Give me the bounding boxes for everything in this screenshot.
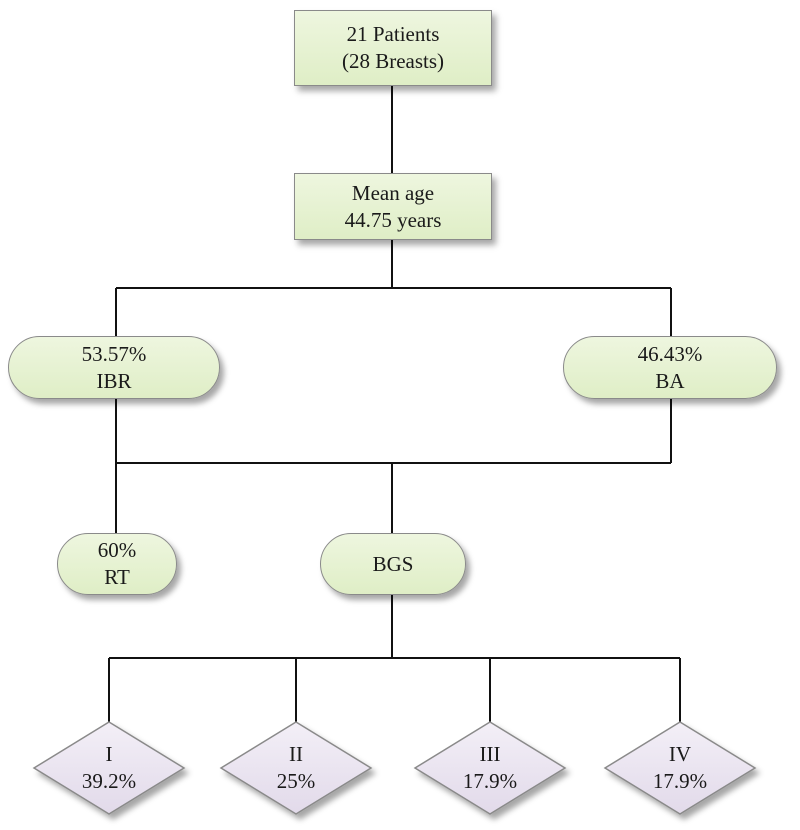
ba-node: 46.43% BA bbox=[563, 336, 777, 399]
grade-1-diamond: I 39.2% bbox=[32, 721, 186, 815]
breasts-count: (28 Breasts) bbox=[341, 49, 445, 73]
diamond-shape bbox=[219, 721, 373, 815]
grade-3-diamond: III 17.9% bbox=[413, 721, 567, 815]
rt-node: 60% RT bbox=[57, 533, 177, 595]
ba-percent: 46.43% bbox=[637, 341, 703, 366]
ibr-percent: 53.57% bbox=[81, 341, 147, 366]
diamond-shape bbox=[603, 721, 757, 815]
bgs-label: BGS bbox=[372, 551, 414, 576]
ba-label: BA bbox=[655, 368, 685, 393]
ibr-node: 53.57% IBR bbox=[8, 336, 220, 399]
grade-4-percent: 17.9% bbox=[652, 769, 708, 793]
mean-age-label: Mean age bbox=[351, 180, 435, 205]
rt-percent: 60% bbox=[97, 538, 137, 562]
grade-1-percent: 39.2% bbox=[81, 769, 137, 793]
patients-box: 21 Patients (28 Breasts) bbox=[294, 10, 492, 86]
diamond-shape bbox=[32, 721, 186, 815]
mean-age-box: Mean age 44.75 years bbox=[294, 173, 492, 240]
grade-3-percent: 17.9% bbox=[462, 769, 518, 793]
grade-2-diamond: II 25% bbox=[219, 721, 373, 815]
grade-1-label: I bbox=[105, 742, 113, 766]
bgs-node: BGS bbox=[320, 533, 466, 595]
grade-2-label: II bbox=[289, 742, 303, 766]
rt-label: RT bbox=[104, 565, 130, 589]
grade-3-label: III bbox=[479, 742, 501, 766]
mean-age-value: 44.75 years bbox=[344, 207, 442, 232]
grade-4-diamond: IV 17.9% bbox=[603, 721, 757, 815]
diamond-shape bbox=[413, 721, 567, 815]
ibr-label: IBR bbox=[96, 368, 132, 393]
patients-count: 21 Patients bbox=[346, 22, 440, 46]
grade-4-label: IV bbox=[668, 742, 692, 766]
grade-2-percent: 25% bbox=[276, 769, 316, 793]
